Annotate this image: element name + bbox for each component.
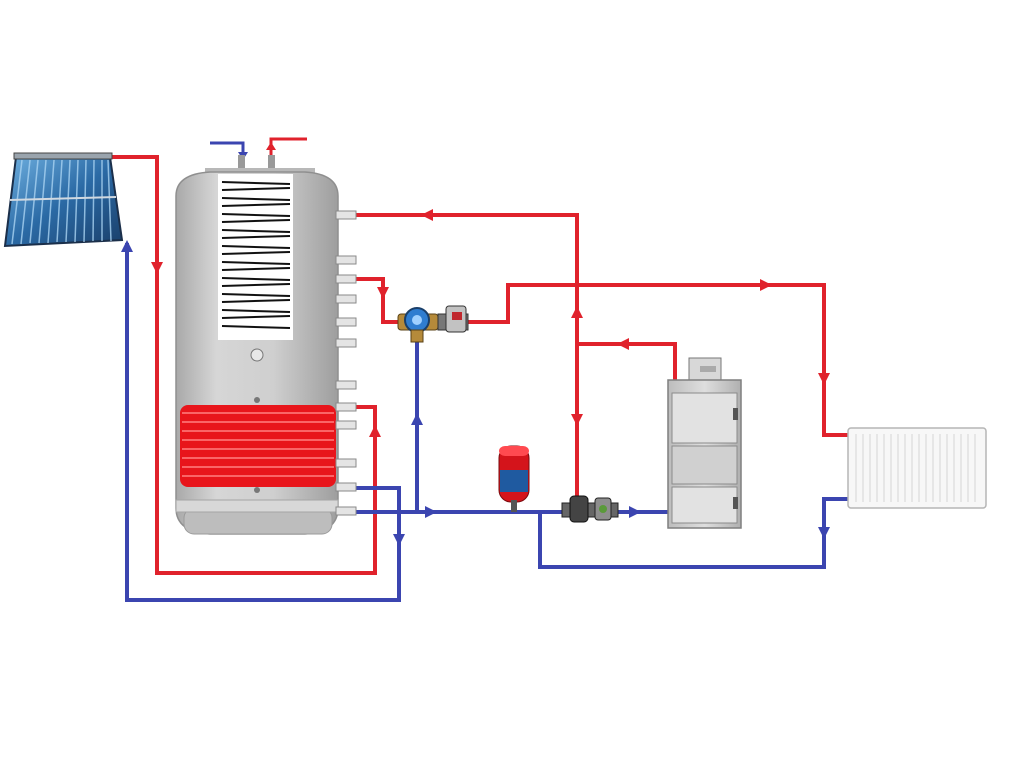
sensor-port: [254, 397, 260, 403]
buffer-tank: [175, 137, 357, 535]
boiler-hot-to-tank-pipe: [355, 213, 579, 513]
arrow-right-icon: [629, 506, 641, 518]
radiator: [847, 427, 987, 509]
mixing-valve: [397, 307, 439, 343]
hot-outlet-pipe: [269, 137, 307, 155]
radiator-icon: [847, 427, 987, 509]
arrow-down-icon: [571, 414, 583, 426]
heating-flow-pipe: [468, 283, 848, 437]
dhw-coil-windings: [221, 181, 291, 329]
solar-hot-pipe: [110, 155, 377, 575]
solar-collector: [3, 152, 124, 248]
arrow-down-icon: [393, 534, 405, 546]
expansion-vessel: [498, 445, 530, 512]
boiler-hot-riser-pipe: [577, 342, 677, 380]
circulation-pump-top: [437, 305, 469, 333]
arrow-down-icon: [818, 373, 830, 385]
flow-arrows: [121, 209, 830, 546]
arrow-right-icon: [760, 279, 772, 291]
solar-cold-pipe: [125, 243, 401, 602]
arrow-left-icon: [421, 209, 433, 221]
tank-connectors: [335, 210, 357, 516]
arrow-up-icon: [411, 413, 423, 425]
solar-heat-exchanger-coil: [180, 405, 336, 487]
sensor-port: [254, 487, 260, 493]
arrow-up-icon: [121, 240, 133, 252]
arrow-down-icon: [377, 287, 389, 299]
arrow-up-icon: [571, 306, 583, 318]
tank-to-mixer-pipe: [355, 277, 402, 324]
sensor-port: [250, 348, 264, 362]
solid-fuel-boiler: [667, 357, 742, 529]
arrow-down-icon: [818, 527, 830, 539]
circulation-pump-bottom: [561, 495, 619, 523]
radiator-return-pipe: [538, 497, 848, 569]
arrow-right-icon: [425, 506, 437, 518]
pump-icon: [569, 495, 589, 523]
arrow-left-icon: [617, 338, 629, 350]
cold-inlet-pipe: [210, 141, 245, 155]
arrow-up-icon: [369, 425, 381, 437]
arrow-up-icon: [266, 142, 276, 150]
arrow-down-icon: [151, 262, 163, 274]
